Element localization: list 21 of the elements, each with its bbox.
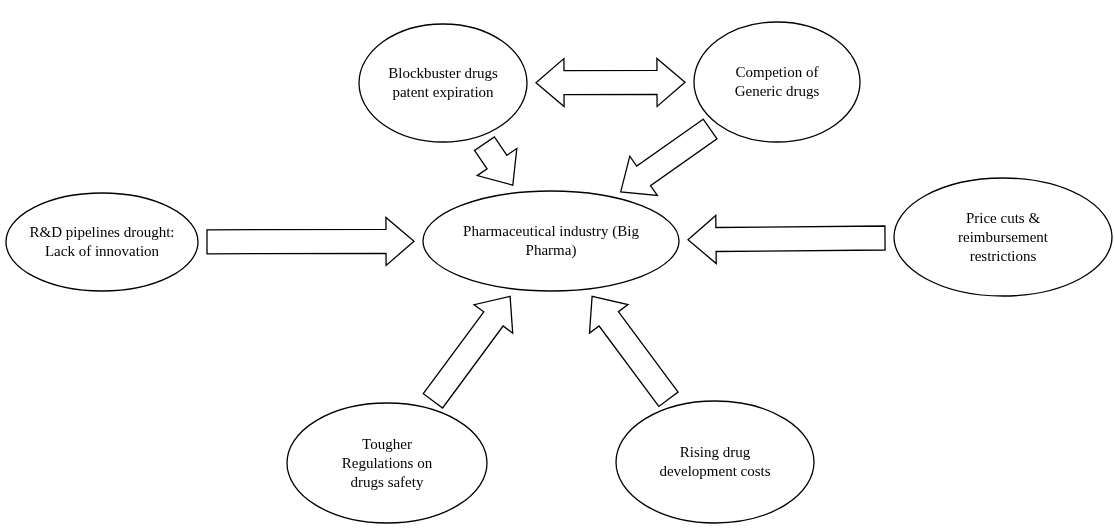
- block-arrow: [687, 214, 886, 265]
- node-label: Tougher Regulations on drugs safety: [340, 434, 434, 492]
- block-arrow: [535, 57, 686, 108]
- block-arrow: [588, 295, 679, 408]
- node-label: Price cuts & reimbursement restrictions: [957, 208, 1049, 266]
- ellipse-node: [893, 177, 1113, 297]
- ellipse-node: [286, 402, 488, 524]
- node-label: R&D pipelines drought: Lack of innovation: [28, 223, 176, 261]
- ellipse-node: [615, 400, 815, 524]
- node-label: Pharmaceutical industry (Big Pharma): [462, 222, 640, 260]
- node-label: Blockbuster drugs patent expiration: [387, 64, 499, 102]
- block-arrow: [206, 216, 415, 267]
- ellipse-node: [5, 192, 199, 292]
- ellipse-node: [422, 190, 680, 292]
- node-label: Rising drug development costs: [658, 443, 772, 481]
- block-arrow: [473, 136, 518, 187]
- block-arrow: [422, 295, 514, 409]
- node-label: Competion of Generic drugs: [733, 63, 821, 101]
- ellipse-node: [358, 23, 528, 143]
- block-arrow: [619, 118, 718, 197]
- ellipse-node: [693, 21, 861, 143]
